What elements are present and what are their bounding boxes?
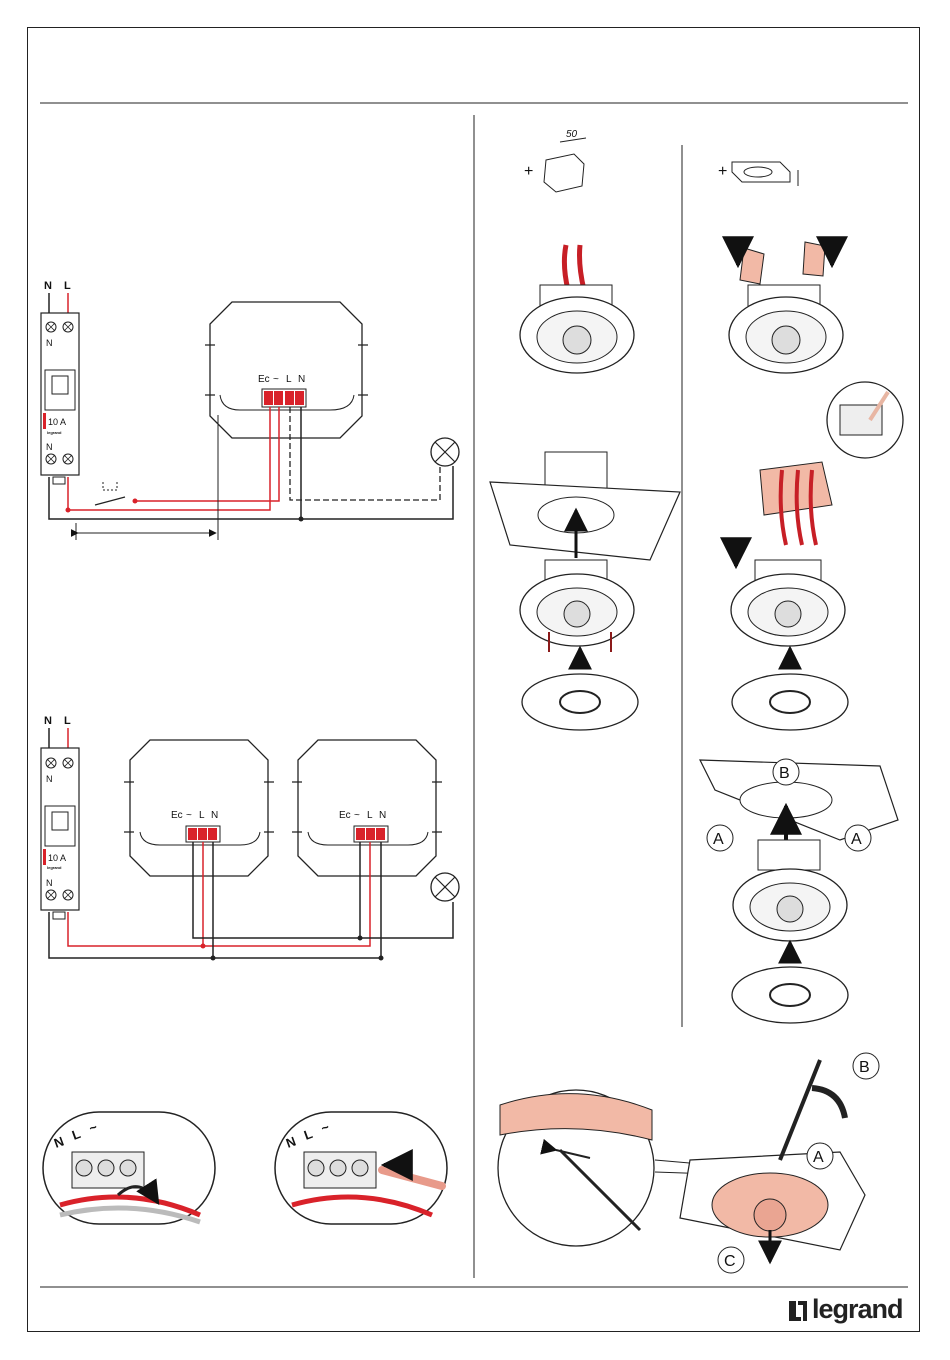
sensor-box-outline bbox=[205, 302, 368, 438]
legrand-logo: legrand bbox=[788, 1294, 903, 1324]
svg-text:L: L bbox=[199, 810, 205, 821]
svg-text:A: A bbox=[813, 1149, 824, 1166]
svg-text:Ec: Ec bbox=[171, 810, 183, 821]
legrand-mark-icon bbox=[788, 1298, 808, 1320]
svg-text:B: B bbox=[859, 1059, 870, 1076]
surface-sleeve-illustration bbox=[731, 382, 903, 730]
svg-text:+: + bbox=[718, 163, 727, 180]
svg-text:B: B bbox=[779, 765, 790, 782]
svg-text:N: N bbox=[44, 715, 52, 727]
ceiling-mount-clips-illustration: B A A bbox=[700, 759, 898, 1023]
svg-text:L: L bbox=[367, 810, 373, 821]
terminal-block bbox=[262, 389, 306, 407]
svg-text:N: N bbox=[46, 442, 53, 452]
circuit-breaker-2: N 10 A legrand N bbox=[41, 748, 79, 919]
svg-text:10 A: 10 A bbox=[48, 853, 66, 863]
flush-box-icon: + 50 bbox=[524, 129, 586, 192]
svg-text:+: + bbox=[524, 163, 533, 180]
svg-text:legrand: legrand bbox=[47, 865, 62, 870]
wiring-diagram-dual: N L N 10 A legrand N Ec ~ L N bbox=[41, 715, 459, 961]
svg-text:~: ~ bbox=[186, 810, 192, 821]
svg-text:C: C bbox=[724, 1253, 736, 1270]
label-n-top: N bbox=[44, 280, 52, 292]
ceiling-flush-mount-illustration bbox=[490, 452, 680, 730]
terminal-label-ec: Ec bbox=[258, 374, 270, 385]
removal-illustration: B A C bbox=[498, 1053, 879, 1273]
sensor-clamps-illustration bbox=[729, 242, 843, 373]
terminal-closeup-insert: N L ~ bbox=[43, 1112, 215, 1224]
svg-text:N: N bbox=[379, 810, 386, 821]
sensor-wired-illustration bbox=[520, 245, 634, 373]
wiring-diagram-single: N L N 10 A legrand N Ec ~ L N bbox=[41, 280, 459, 540]
circuit-breaker: N 10 A legrand N bbox=[41, 313, 79, 484]
terminal-label-l: L bbox=[286, 374, 292, 385]
svg-text:Ec: Ec bbox=[339, 810, 351, 821]
terminal-label-tilde: ~ bbox=[273, 374, 279, 385]
terminal-label-n: N bbox=[298, 374, 305, 385]
svg-text:N: N bbox=[46, 774, 53, 784]
svg-text:A: A bbox=[851, 831, 862, 848]
lamp-symbol bbox=[431, 438, 459, 466]
surface-box-icon: + bbox=[718, 162, 798, 186]
svg-text:10 A: 10 A bbox=[48, 417, 66, 427]
svg-text:N: N bbox=[46, 878, 53, 888]
svg-text:N: N bbox=[46, 338, 53, 348]
box-diameter-label: 50 bbox=[566, 129, 578, 140]
svg-text:~: ~ bbox=[354, 810, 360, 821]
terminal-closeup-release: N L ~ bbox=[275, 1112, 447, 1224]
svg-text:N: N bbox=[211, 810, 218, 821]
svg-text:A: A bbox=[713, 831, 724, 848]
push-button-symbol bbox=[95, 482, 125, 505]
svg-text:L: L bbox=[64, 715, 71, 727]
brand-name: legrand bbox=[812, 1294, 903, 1325]
label-l-top: L bbox=[64, 280, 71, 292]
svg-text:legrand: legrand bbox=[47, 430, 62, 435]
